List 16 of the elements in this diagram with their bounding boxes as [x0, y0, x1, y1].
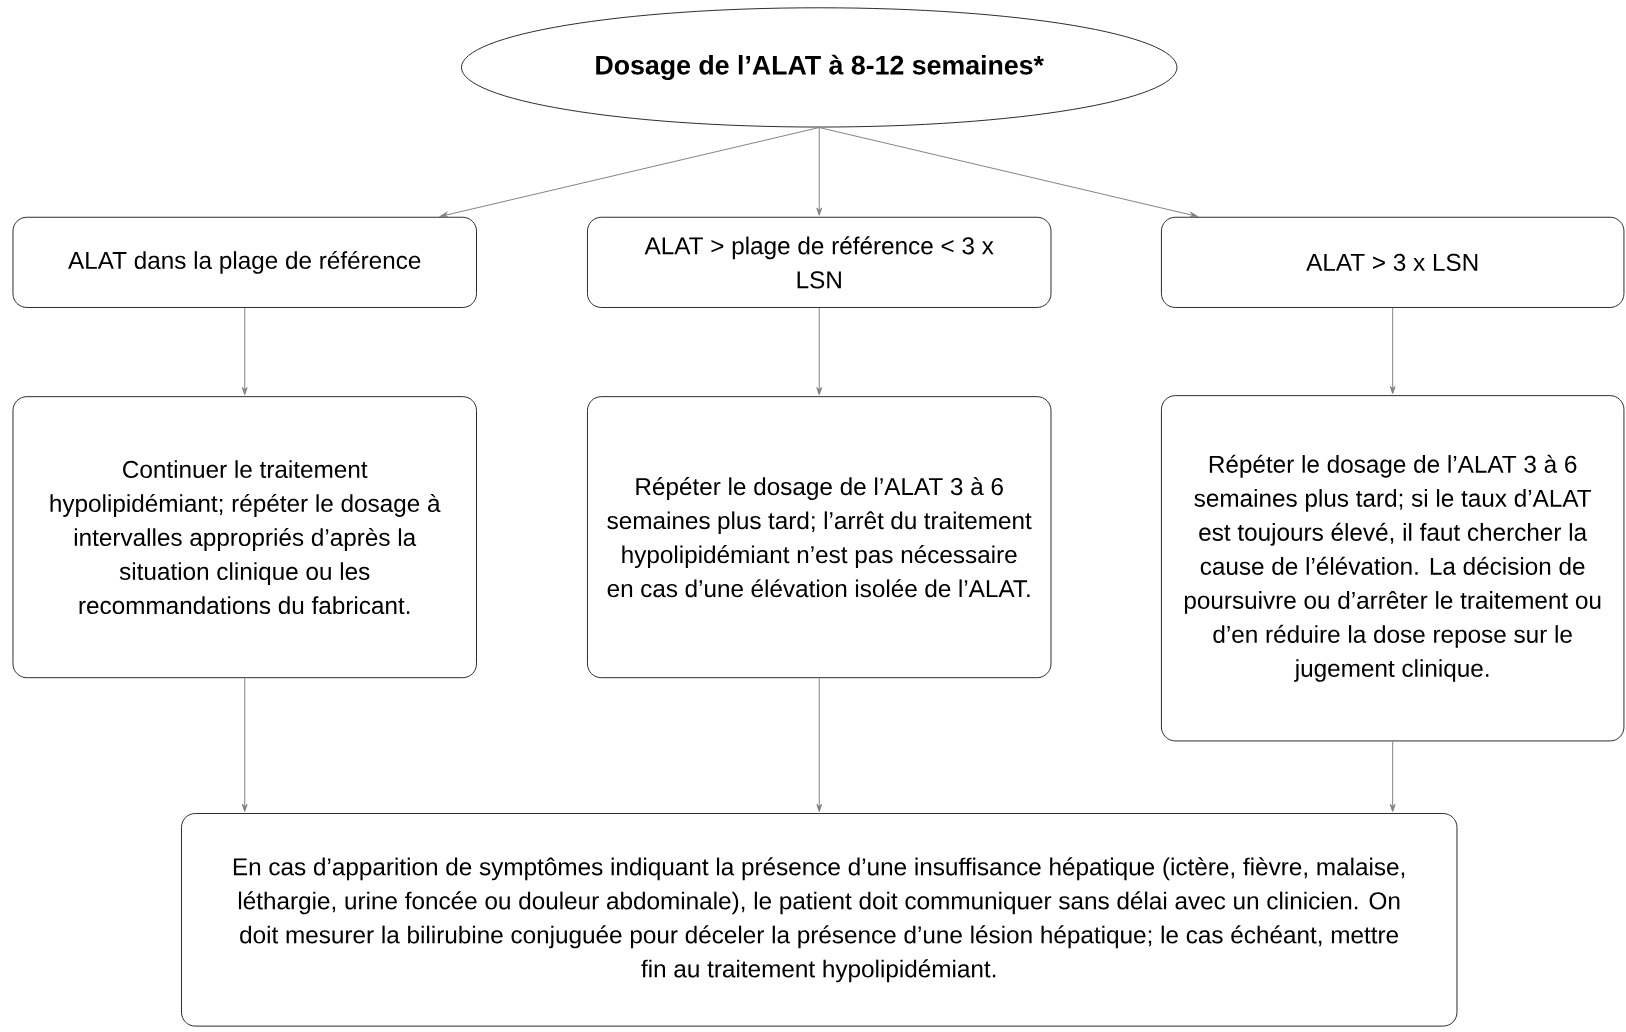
arrow [1389, 307, 1396, 395]
arrow [241, 307, 248, 396]
process-box: ALAT dans la plage de référence [12, 216, 477, 309]
arrow [1389, 741, 1396, 813]
arrow [816, 307, 823, 396]
process-box: Répéter le dosage de l’ALAT 3 à 6 semaines plus tard; si le taux d’ALAT est toujours élevé, il faut chercher la cause de l’élévation. La décision de poursuivre ou d’arrêter le traitement ou d’en réduire la dose repose sur le jugement clinique. [1160, 395, 1625, 742]
arrow [241, 677, 248, 813]
process-box: Répéter le dosage de l’ALAT 3 à 6 semaines plus tard; l’arrêt du traitement hypolipidémiant n’est pas nécessaire en cas d’une élévation isolée de l’ALAT. [586, 396, 1052, 679]
process-box: Continuer le traitement hypolipidémiant; répéter le dosage à intervalles appropriés d’après la situation clinique ou les recommandations du fabricant. [12, 396, 477, 679]
process-box: ALAT > plage de référence < 3 x LSN [586, 216, 1052, 309]
arrow [818, 127, 1198, 218]
arrow [439, 127, 820, 218]
process-box: En cas d’apparition de symptômes indiquant la présence d’une insuffisance hépatique (ictère, fièvre, malaise, léthargie, urine foncée ou douleur abdominale), le patient doit communiquer sans délai avec un clinicien. On doit mesurer la bilirubine conjuguée pour déceler la présence d’une lésion hépatique; le cas échéant, mettre fin au traitement hypolipidémiant. [181, 813, 1458, 1027]
process-box: ALAT > 3 x LSN [1160, 216, 1625, 309]
arrow [816, 127, 823, 216]
arrow [816, 677, 823, 813]
